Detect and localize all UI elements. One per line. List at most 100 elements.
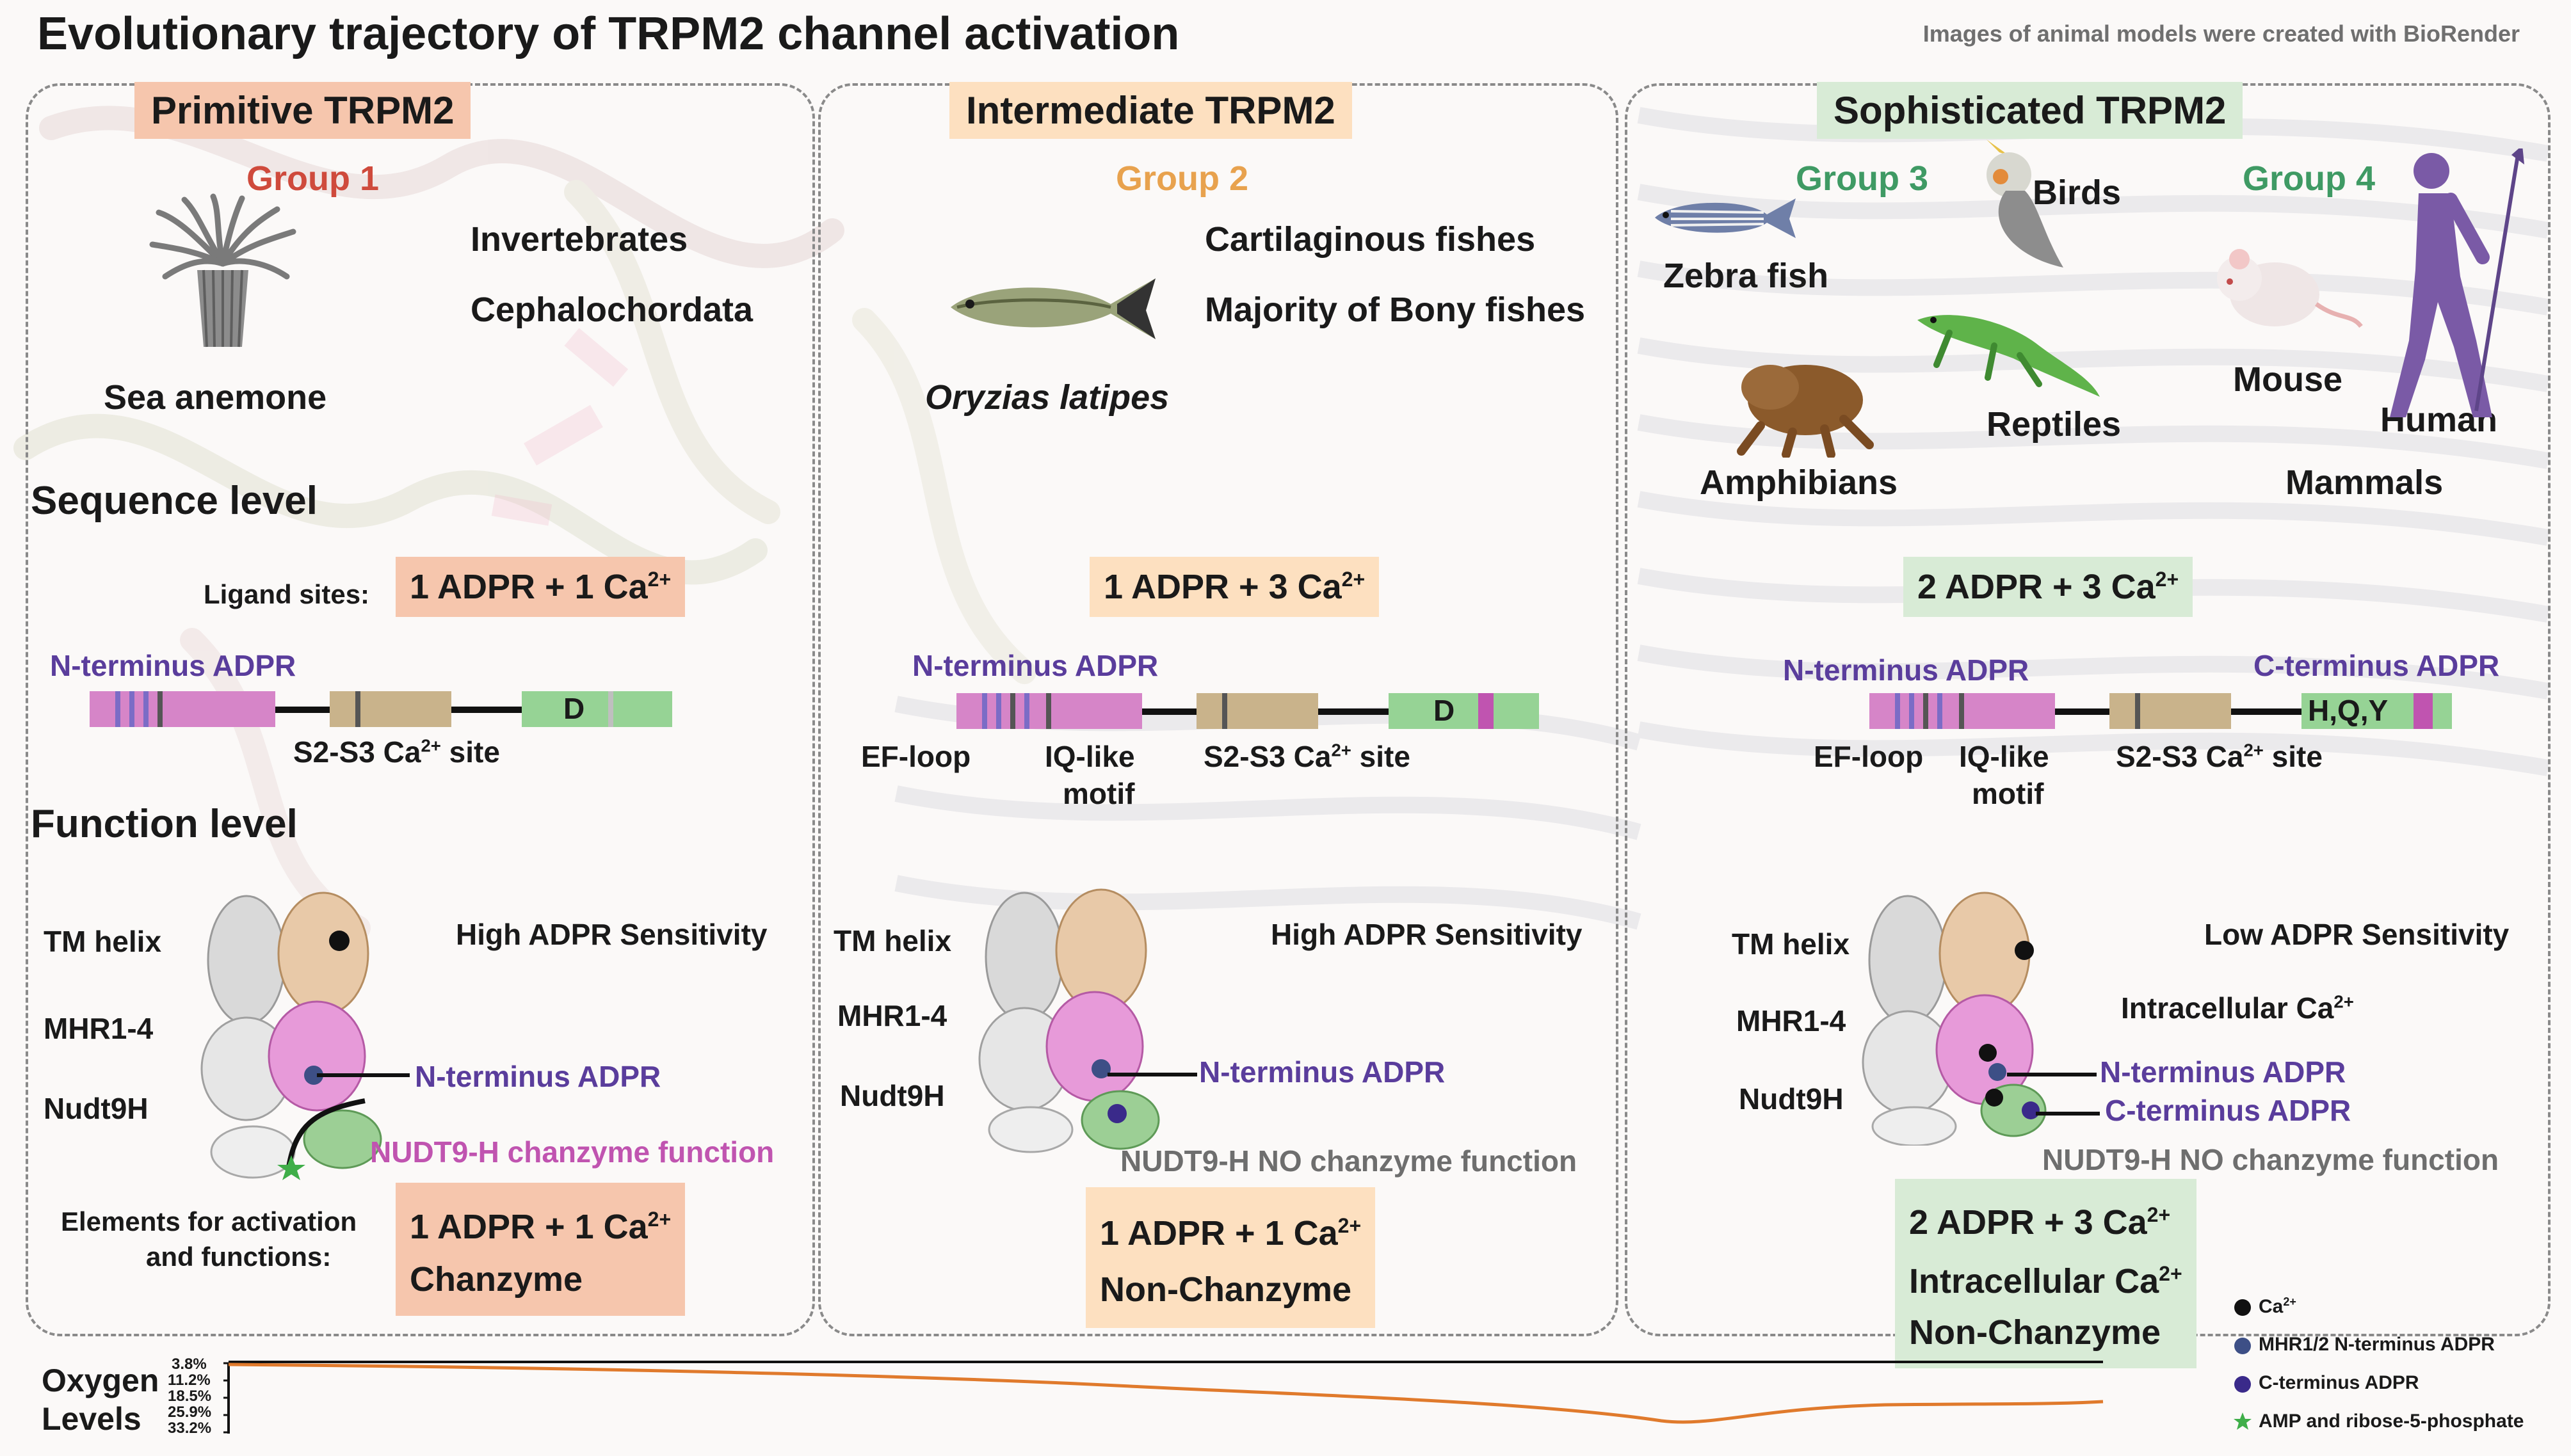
sophisticated-structure-icon <box>1862 892 2047 1146</box>
amphibians-label: Amphibians <box>1700 463 1898 502</box>
mammals-label: Mammals <box>2285 463 2444 502</box>
oxygen-tick-1: 3.8% <box>172 1356 207 1373</box>
intermediate-tm-helix: TM helix <box>834 924 952 957</box>
primitive-structure-icon <box>200 892 382 1179</box>
intermediate-domain-diagram: D <box>956 693 1539 732</box>
primitive-nudt9h-function: NUDT9-H chanzyme function <box>370 1135 775 1169</box>
primitive-mhr: MHR1-4 <box>44 1012 154 1045</box>
intermediate-iq-line2: motif <box>1063 777 1135 810</box>
oryzias-latipes-label: Oryzias latipes <box>925 378 1170 417</box>
sophisticated-domain-diagram: H,Q,Y <box>1869 693 2465 732</box>
sophisticated-leader-nadpr <box>2007 1073 2097 1076</box>
legend-c-adpr-label: C-terminus ADPR <box>2259 1372 2419 1393</box>
sophisticated-n-terminus-adpr: N-terminus ADPR <box>1783 653 2029 687</box>
oxygen-tick-5: 33.2% <box>168 1420 212 1437</box>
intermediate-s2s3-label: S2-S3 Ca2+ site <box>1204 740 1410 773</box>
legend-amp-star-icon <box>2234 1412 2252 1430</box>
legend-amp-label: AMP and ribose-5-phosphate <box>2259 1411 2524 1432</box>
sophisticated-s2s3-label: S2-S3 Ca2+ site <box>2116 740 2323 773</box>
sophisticated-ligand-box: 2 ADPR + 3 Ca2+ <box>1903 557 2193 617</box>
oxygen-tick-3: 18.5% <box>168 1388 212 1405</box>
legend-c-adpr-marker <box>2234 1376 2251 1393</box>
sophisticated-c-terminus-adpr: C-terminus ADPR <box>2253 649 2500 682</box>
sophisticated-iq-line1: IQ-like <box>1959 740 2049 773</box>
primitive-nudt: Nudt9H <box>44 1092 149 1125</box>
intermediate-mhr: MHR1-4 <box>837 999 947 1032</box>
sophisticated-iq-line2: motif <box>1972 777 2044 810</box>
reptiles-label: Reptiles <box>1987 405 2122 444</box>
human-icon <box>2390 148 2524 417</box>
primitive-domain-letter: D <box>563 692 585 725</box>
intermediate-header: Intermediate TRPM2 <box>949 82 1352 139</box>
intermediate-sensitivity: High ADPR Sensitivity <box>1271 918 1583 951</box>
legend-n-adpr-label: MHR1/2 N-terminus ADPR <box>2259 1334 2495 1355</box>
primitive-leader-lines <box>277 1073 410 1180</box>
sequence-level-heading: Sequence level <box>31 479 318 523</box>
sophisticated-tm-helix: TM helix <box>1732 927 1850 961</box>
intermediate-nudt: Nudt9H <box>840 1079 945 1112</box>
amphibian-icon <box>1737 365 1874 458</box>
sophisticated-nudt: Nudt9H <box>1739 1082 1844 1116</box>
group-4-label: Group 4 <box>2243 159 2376 198</box>
intermediate-ef-loop: EF-loop <box>861 740 971 773</box>
elements-label-line1: Elements for activation <box>61 1206 357 1236</box>
sophisticated-struct-nadpr: N-terminus ADPR <box>2100 1055 2346 1089</box>
intermediate-leader-line <box>1108 1073 1197 1076</box>
group-1-label: Group 1 <box>246 159 380 198</box>
zebrafish-label: Zebra fish <box>1663 257 1829 295</box>
primitive-elements-box: 1 ADPR + 1 Ca2+ Chanzyme <box>396 1183 686 1316</box>
intermediate-ligand-box: 1 ADPR + 3 Ca2+ <box>1090 557 1380 617</box>
intermediate-iq-line1: IQ-like <box>1045 740 1135 773</box>
sophisticated-mhr: MHR1-4 <box>1736 1004 1846 1037</box>
invertebrates-label: Invertebrates <box>471 220 688 259</box>
intermediate-structure-icon <box>978 888 1160 1153</box>
legend-ca-label: Ca2+ <box>2259 1295 2296 1317</box>
image-credit: Images of animal models were created wit… <box>1922 20 2520 47</box>
elements-label-line2: and functions: <box>146 1242 332 1272</box>
intermediate-struct-nadpr: N-terminus ADPR <box>1199 1055 1446 1089</box>
sea-anemone-label: Sea anemone <box>104 378 327 417</box>
sophisticated-c-residues: H,Q,Y <box>2308 694 2389 727</box>
primitive-domain-diagram: D <box>90 691 672 730</box>
page-title: Evolutionary trajectory of TRPM2 channel… <box>37 8 1180 60</box>
oxygen-tick-2: 11.2% <box>168 1372 211 1389</box>
sophisticated-struct-cadpr: C-terminus ADPR <box>2105 1094 2351 1127</box>
group-2-label: Group 2 <box>1116 159 1249 198</box>
reptile-icon <box>1917 315 2100 397</box>
group-3-label: Group 3 <box>1796 159 1929 198</box>
sophisticated-elements-box: 2 ADPR + 3 Ca2+ Intracellular Ca2+ Non-C… <box>1895 1179 2196 1368</box>
intermediate-n-terminus-adpr: N-terminus ADPR <box>912 649 1159 682</box>
birds-label: Birds <box>2033 173 2122 212</box>
primitive-header: Primitive TRPM2 <box>134 82 471 139</box>
primitive-struct-nadpr: N-terminus ADPR <box>415 1060 661 1093</box>
oxygen-label-line1: Oxygen <box>42 1363 159 1398</box>
intermediate-domain-letter: D <box>1433 694 1455 727</box>
mouse-icon <box>2217 249 2363 328</box>
legend-n-adpr-marker <box>2234 1338 2251 1354</box>
sophisticated-header: Sophisticated TRPM2 <box>1817 82 2243 139</box>
mouse-label: Mouse <box>2233 360 2343 399</box>
function-level-heading: Function level <box>31 802 298 846</box>
intermediate-nudt9h-function: NUDT9-H NO chanzyme function <box>1120 1144 1577 1178</box>
zebrafish-icon <box>1655 198 1796 238</box>
primitive-ligand-box: 1 ADPR + 1 Ca2+ <box>396 557 686 617</box>
oxygen-level-chart <box>223 1361 2104 1434</box>
legend-ca-marker <box>2234 1299 2251 1316</box>
cephalochordata-label: Cephalochordata <box>471 291 754 329</box>
sophisticated-leader-cadpr <box>2036 1112 2100 1116</box>
bony-fishes-label: Majority of Bony fishes <box>1205 291 1586 329</box>
sophisticated-sensitivity: Low ADPR Sensitivity <box>2204 918 2510 951</box>
primitive-n-terminus-adpr: N-terminus ADPR <box>50 649 296 682</box>
sophisticated-nudt9h-function: NUDT9-H NO chanzyme function <box>2042 1143 2499 1176</box>
ligand-sites-label: Ligand sites: <box>204 579 370 609</box>
oxygen-tick-4: 25.9% <box>168 1404 212 1421</box>
primitive-s2s3-label: S2-S3 Ca2+ site <box>293 735 500 769</box>
sophisticated-intracellular-ca: Intracellular Ca2+ <box>2121 991 2354 1025</box>
primitive-tm-helix: TM helix <box>44 925 162 958</box>
sea-anemone-icon <box>149 193 296 348</box>
sophisticated-ef-loop: EF-loop <box>1814 740 1924 773</box>
bird-icon <box>1987 140 2063 268</box>
intermediate-elements-box: 1 ADPR + 1 Ca2+ Non-Chanzyme <box>1086 1187 1376 1328</box>
oxygen-label-line2: Levels <box>42 1401 141 1437</box>
cartilaginous-fishes-label: Cartilaginous fishes <box>1205 220 1536 259</box>
